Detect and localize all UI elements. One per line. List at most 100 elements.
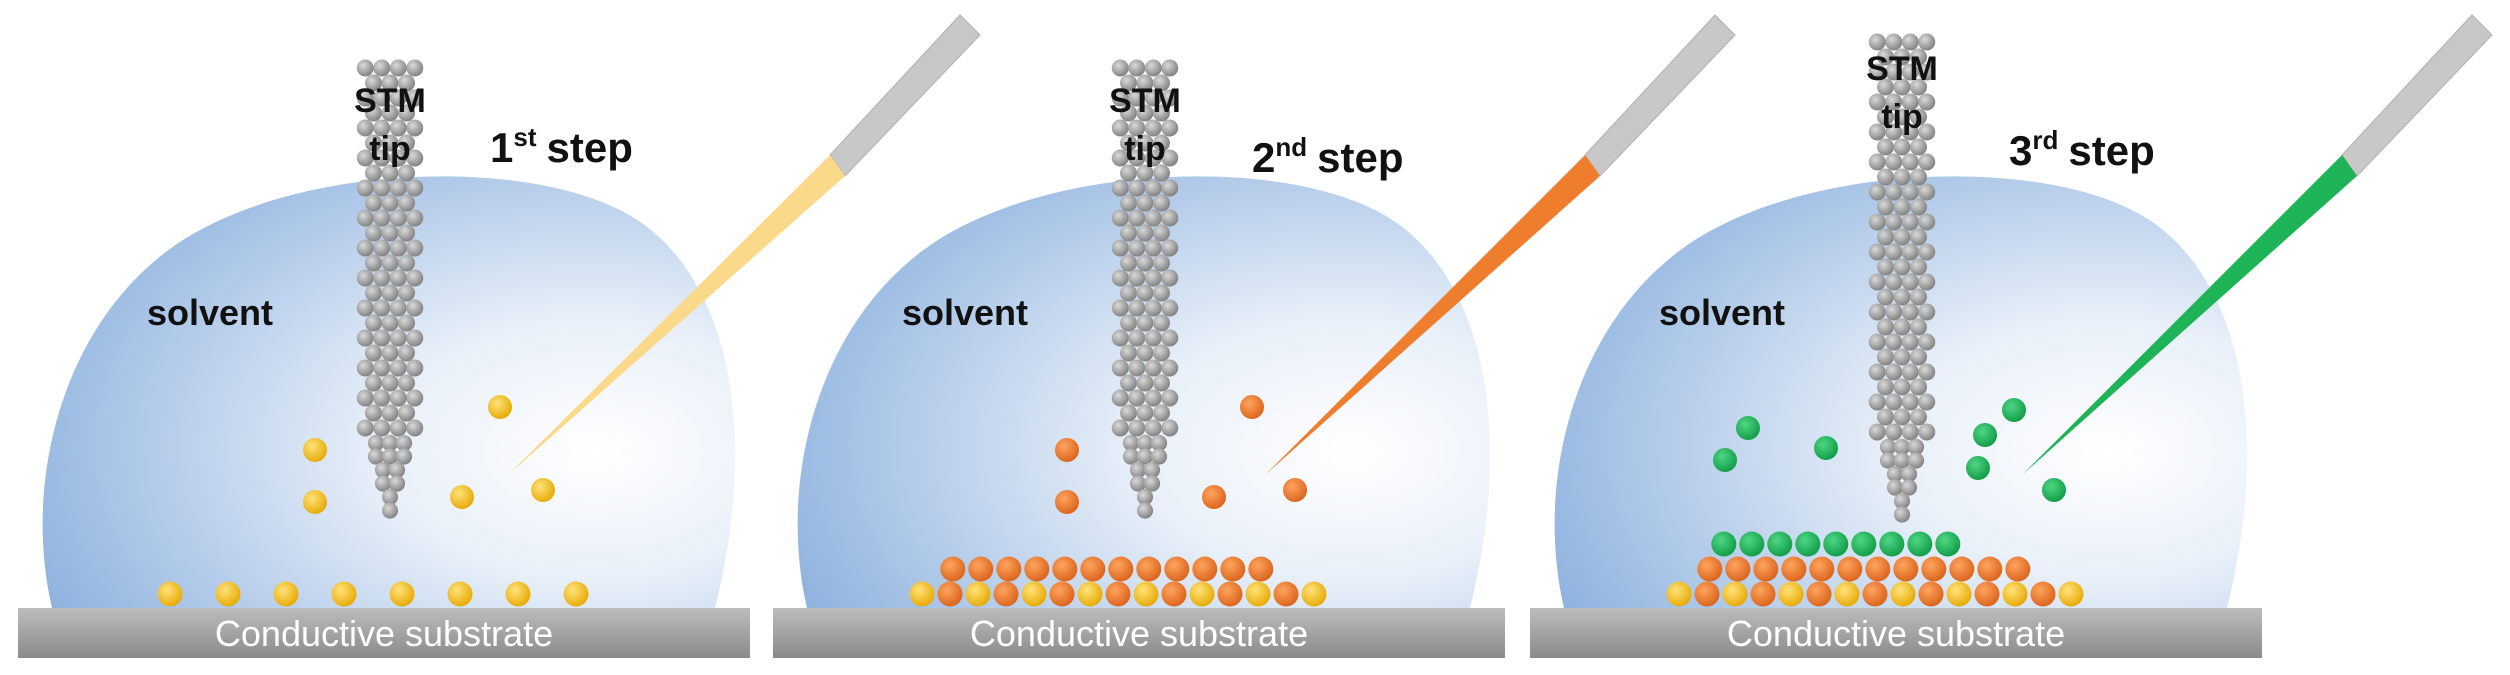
tip-atom <box>1153 224 1170 242</box>
adsorbed-molecule <box>1823 531 1849 557</box>
tip-atom <box>1161 299 1179 317</box>
adsorbed-molecule <box>447 581 473 607</box>
tip-atom <box>1161 329 1179 347</box>
floating-molecule <box>2002 398 2026 422</box>
tip-atom <box>398 254 415 272</box>
tip-atom <box>1918 303 1936 321</box>
tip-atom <box>1893 378 1911 396</box>
tip-atom <box>1161 89 1179 107</box>
conductive-substrate <box>1530 608 2262 658</box>
pipette-fill <box>1265 155 1600 475</box>
adsorbed-molecule <box>1666 581 1692 607</box>
tip-atom <box>1153 104 1170 122</box>
tip-atom <box>374 461 392 479</box>
substrate-label: Conductive substrate <box>970 613 1308 654</box>
tip-atom <box>1910 168 1927 186</box>
adsorbed-molecule <box>215 581 241 607</box>
tip-atom <box>1868 213 1886 231</box>
step-word: step <box>1317 134 1403 181</box>
tip-atom <box>1136 254 1154 272</box>
tip-atom <box>1893 452 1911 469</box>
adsorbed-molecule <box>1918 581 1944 607</box>
adsorbed-molecule <box>1851 531 1877 557</box>
tip-atom <box>1885 423 1903 441</box>
tip-atom <box>381 164 399 182</box>
tip-atom <box>1144 59 1162 77</box>
tip-atom <box>373 389 391 407</box>
tip-atom <box>1161 209 1179 227</box>
adsorbed-molecule <box>1245 581 1271 607</box>
tip-atom <box>381 284 399 302</box>
solvent-label: solvent <box>147 292 273 333</box>
tip-atom <box>1893 258 1911 276</box>
tip-atom <box>1868 393 1886 411</box>
step-word: step <box>546 124 632 171</box>
tip-atom <box>1111 119 1129 137</box>
tip-atom <box>395 434 413 452</box>
adsorbed-molecule <box>1217 581 1243 607</box>
adsorbed-layer <box>909 556 1327 607</box>
tip-atom <box>356 419 374 437</box>
adsorbed-molecule <box>1946 581 1972 607</box>
tip-atom <box>1901 423 1919 441</box>
tip-atom <box>1886 479 1904 496</box>
adsorbed-molecule <box>968 556 994 582</box>
tip-atom <box>1918 183 1936 201</box>
tip-atom <box>1910 408 1927 426</box>
tip-atom <box>1153 254 1170 272</box>
tip-atom <box>398 164 415 182</box>
tip-atom <box>1120 344 1137 362</box>
tip-atom <box>1901 393 1919 411</box>
tip-atom <box>1120 404 1137 422</box>
tip-atom <box>1893 228 1911 246</box>
tip-atom <box>367 448 385 465</box>
tip-atom <box>381 488 399 506</box>
tip-atom <box>1901 153 1919 171</box>
tip-atom <box>398 194 415 212</box>
adsorbed-molecule <box>1136 556 1162 582</box>
tip-atom <box>1877 348 1894 366</box>
tip-atom <box>398 74 415 92</box>
tip-atom <box>1877 318 1894 336</box>
tip-atom <box>356 209 374 227</box>
tip-atom <box>1153 344 1170 362</box>
adsorbed-molecule <box>1865 556 1891 582</box>
stm-tip <box>1868 33 1936 523</box>
adsorbed-molecule <box>1781 556 1807 582</box>
adsorbed-molecule <box>563 581 589 607</box>
tip-atom <box>1143 475 1161 492</box>
tip-atom <box>1136 344 1154 362</box>
panel-step-2: Conductive substrate solvent STM tip 2nd… <box>773 14 1736 658</box>
tip-atom <box>1879 452 1897 469</box>
tip-atom <box>356 389 374 407</box>
tip-atom <box>1885 153 1903 171</box>
panel-step-1: Conductive substrate solvent STM tip 1st… <box>18 14 981 658</box>
adsorbed-molecule <box>2058 581 2084 607</box>
adsorbed-layer <box>1666 531 2084 607</box>
tip-atom <box>406 329 424 347</box>
tip-atom <box>1153 284 1170 302</box>
adsorbed-molecule <box>1907 531 1933 557</box>
tip-atom <box>398 374 415 392</box>
adsorbed-molecule <box>1862 581 1888 607</box>
adsorbed-molecule <box>1837 556 1863 582</box>
tip-atom <box>1910 78 1927 96</box>
tip-atom <box>1868 153 1886 171</box>
tip-atom <box>381 374 399 392</box>
tip-atom <box>1120 284 1137 302</box>
tip-atom <box>373 269 391 287</box>
tip-atom <box>381 434 399 452</box>
tip-atom <box>1136 404 1154 422</box>
adsorbed-molecule <box>1161 581 1187 607</box>
tip-atom <box>1901 93 1919 111</box>
tip-atom <box>1910 198 1927 216</box>
floating-molecule <box>1240 395 1264 419</box>
floating-molecule <box>303 490 327 514</box>
tip-atom <box>356 119 374 137</box>
tip-atom <box>1885 243 1903 261</box>
tip-atom <box>1885 363 1903 381</box>
tip-atom <box>1868 423 1886 441</box>
substrate-label: Conductive substrate <box>1727 613 2065 654</box>
